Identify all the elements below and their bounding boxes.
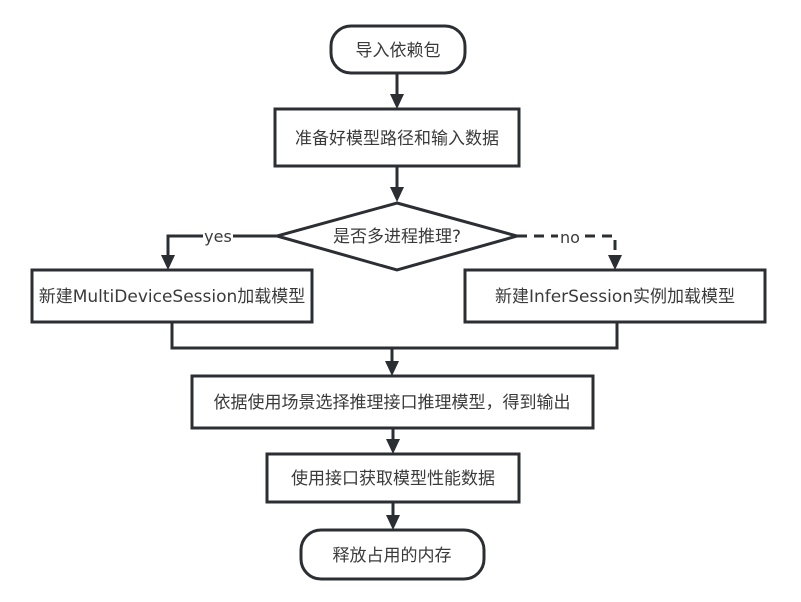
node-infer: 依据使用场景选择推理接口推理模型，得到输出 bbox=[190, 374, 595, 430]
edge-label-yes: yes bbox=[204, 227, 232, 246]
edges bbox=[161, 73, 622, 530]
edge-yes bbox=[166, 234, 277, 256]
arrow-head-icon bbox=[386, 515, 400, 530]
node-infer-label: 依据使用场景选择推理接口推理模型，得到输出 bbox=[214, 392, 571, 413]
node-decision: 是否多进程推理? bbox=[271, 201, 523, 272]
node-prepare-label: 准备好模型路径和输入数据 bbox=[295, 129, 499, 149]
edge-merge bbox=[170, 322, 619, 350]
node-prepare: 准备好模型路径和输入数据 bbox=[273, 107, 521, 168]
edge-label-no-group: no bbox=[558, 226, 582, 247]
node-end-label: 释放占用的内存 bbox=[333, 546, 452, 566]
arrow-head-icon bbox=[161, 255, 175, 270]
node-multi-device-label: 新建MultiDeviceSession加载模型 bbox=[39, 287, 306, 307]
node-start: 导入依赖包 bbox=[329, 24, 467, 75]
edge-label-no: no bbox=[560, 228, 580, 247]
node-infer-session-label: 新建InferSession实例加载模型 bbox=[495, 287, 735, 307]
arrow-head-icon bbox=[390, 187, 404, 202]
edge-label-yes-group: yes bbox=[203, 226, 233, 246]
node-infer-session: 新建InferSession实例加载模型 bbox=[463, 268, 767, 324]
node-start-label: 导入依赖包 bbox=[356, 41, 441, 61]
node-decision-label: 是否多进程推理? bbox=[333, 227, 461, 247]
arrow-head-icon bbox=[608, 255, 622, 270]
edge-no bbox=[517, 234, 617, 256]
arrow-head-icon bbox=[386, 439, 400, 454]
arrow-head-icon bbox=[390, 94, 404, 109]
arrow-head-icon bbox=[385, 361, 399, 376]
node-perf: 使用接口获取模型性能数据 bbox=[265, 452, 521, 504]
node-perf-label: 使用接口获取模型性能数据 bbox=[291, 468, 495, 489]
node-end: 释放占用的内存 bbox=[299, 528, 486, 581]
node-multi-device: 新建MultiDeviceSession加载模型 bbox=[30, 268, 314, 324]
